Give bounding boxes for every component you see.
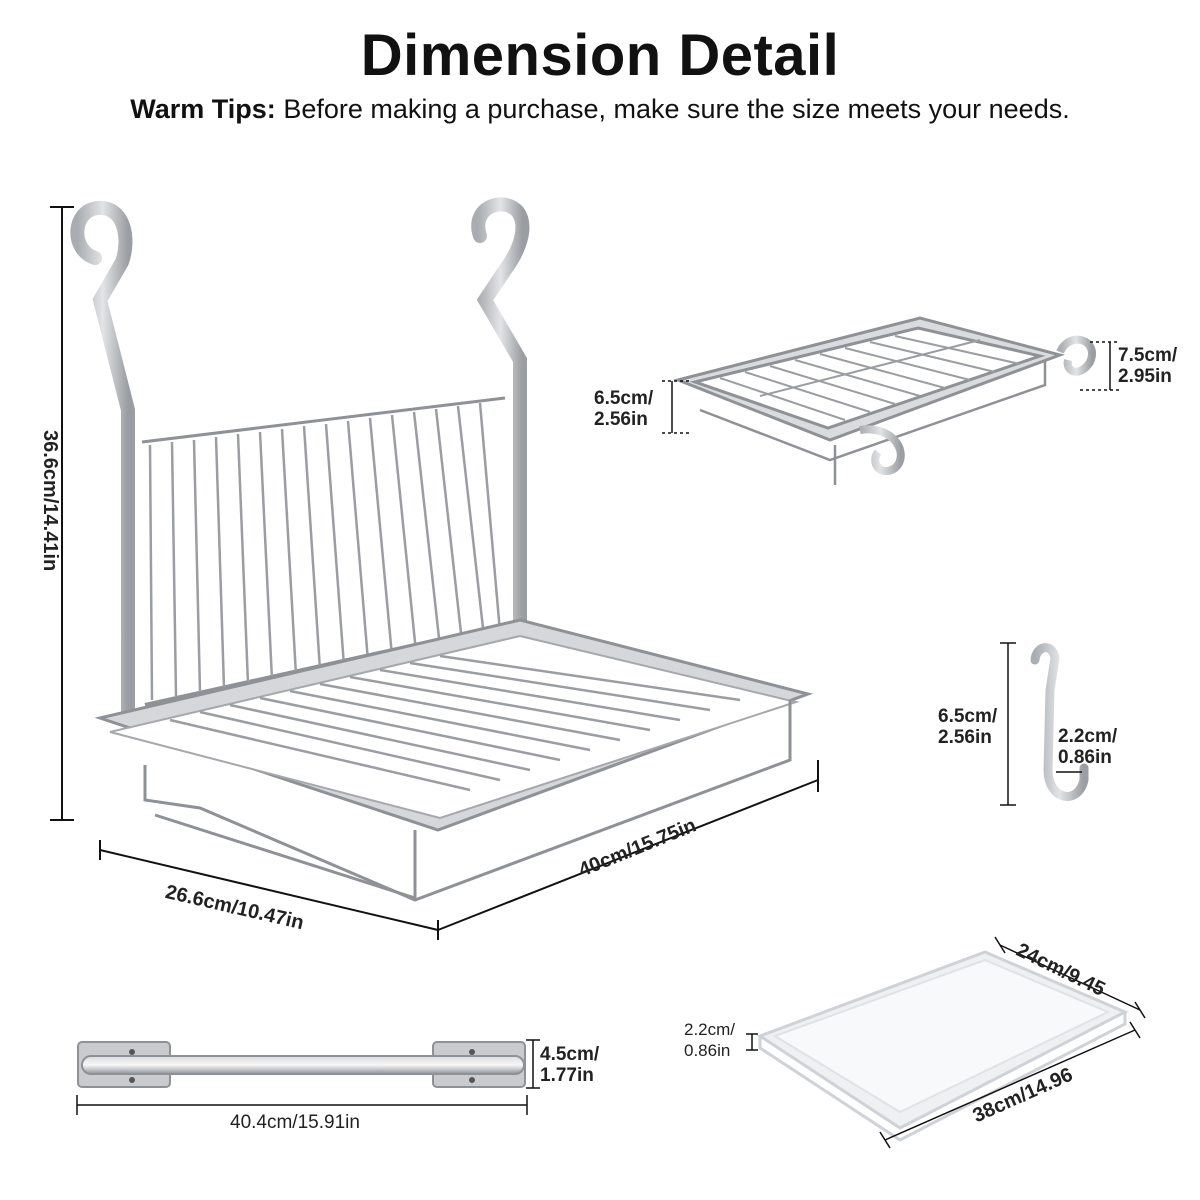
main-rack-dimension-lines bbox=[50, 206, 819, 940]
folded-rack-hook-label: 7.5cm/ 2.95in bbox=[1118, 345, 1177, 387]
hook-height-line2: 2.56in bbox=[938, 727, 992, 748]
back-wires bbox=[148, 402, 502, 701]
tray-height-line1: 2.2cm/ bbox=[684, 1020, 736, 1039]
hook-height-line1: 6.5cm/ bbox=[938, 706, 998, 727]
hook-width-line2: 0.86in bbox=[1058, 747, 1112, 768]
drip-tray-illustration bbox=[756, 950, 1129, 1142]
tray-dimension-lines bbox=[746, 936, 1146, 1149]
folded-rack-illustration bbox=[673, 316, 1096, 485]
main-rack-height-label: 36.6cm/14.41in bbox=[39, 430, 61, 572]
rail-length-label: 40.4cm/15.91in bbox=[230, 1112, 360, 1133]
s-hook-illustration bbox=[1030, 643, 1089, 801]
tray-height-line2: 0.86in bbox=[684, 1041, 731, 1060]
rail-height-line2: 1.77in bbox=[540, 1065, 594, 1086]
main-rack-illustration bbox=[70, 197, 814, 902]
hook-width-line1: 2.2cm/ bbox=[1058, 726, 1118, 747]
folded-hook-line2: 2.95in bbox=[1118, 366, 1172, 387]
left-hook-icon bbox=[70, 201, 135, 727]
right-hook-icon bbox=[471, 197, 530, 647]
wall-rail-illustration bbox=[77, 1041, 526, 1088]
hook-height-label: 6.5cm/ 2.56in bbox=[938, 706, 997, 748]
folded-rack-height-label: 6.5cm/ 2.56in bbox=[594, 388, 653, 430]
tips-label: Warm Tips: bbox=[130, 94, 276, 124]
hook-width-label: 2.2cm/ 0.86in bbox=[1058, 726, 1117, 768]
folded-hook-line1: 7.5cm/ bbox=[1118, 345, 1178, 366]
page-title: Dimension Detail bbox=[360, 23, 840, 88]
warm-tips: Warm Tips: Before making a purchase, mak… bbox=[0, 94, 1200, 125]
base-wires bbox=[169, 654, 741, 792]
tips-text: Before making a purchase, make sure the … bbox=[283, 94, 1070, 124]
folded-height-line1: 6.5cm/ bbox=[594, 388, 654, 409]
folded-height-line2: 2.56in bbox=[594, 409, 648, 430]
rail-dimension-lines bbox=[76, 1039, 540, 1115]
folded-rack-dimension-lines bbox=[662, 341, 1120, 434]
rail-height-line1: 4.5cm/ bbox=[540, 1044, 600, 1065]
tray-height-label: 2.2cm/ 0.86in bbox=[684, 1019, 735, 1061]
hook-dimension-lines bbox=[1000, 642, 1082, 806]
rail-height-label: 4.5cm/ 1.77in bbox=[540, 1044, 599, 1086]
